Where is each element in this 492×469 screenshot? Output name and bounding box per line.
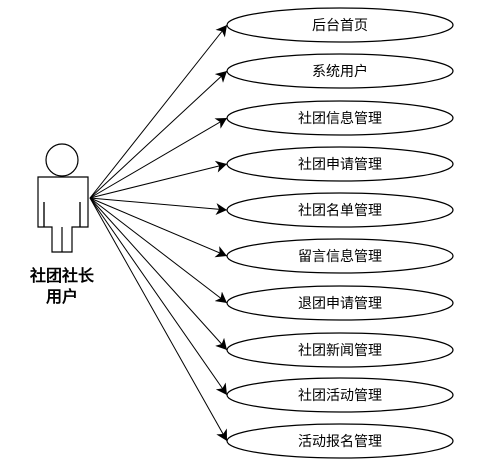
actor-label-line1: 社团社长 — [29, 266, 95, 285]
use-case-ellipse[interactable] — [226, 192, 454, 228]
association-arrow — [89, 197, 228, 396]
use-case-label: 社团活动管理 — [298, 388, 382, 404]
association-arrow — [89, 197, 228, 258]
association-arrow — [89, 197, 228, 216]
use-case-ellipse[interactable] — [226, 146, 454, 182]
use-case-label: 留言信息管理 — [298, 248, 382, 265]
use-case-label: 系统用户 — [312, 63, 368, 80]
use-case[interactable]: 后台首页 — [226, 7, 454, 43]
use-case-label: 社团名单管理 — [298, 203, 382, 219]
association-arrow — [89, 160, 228, 199]
use-case-label: 社团新闻管理 — [298, 343, 382, 359]
use-case[interactable]: 社团新闻管理 — [226, 332, 454, 368]
use-case-ellipse[interactable] — [226, 238, 454, 274]
association-arrow — [89, 197, 228, 351]
use-case-label: 退团申请管理 — [298, 296, 382, 312]
use-case-ellipse[interactable] — [226, 100, 454, 136]
use-case[interactable]: 社团活动管理 — [226, 377, 454, 413]
use-case-label: 社团信息管理 — [298, 110, 382, 127]
use-case-group: 后台首页系统用户社团信息管理社团申请管理社团名单管理留言信息管理退团申请管理社团… — [226, 7, 454, 459]
association-arrow — [89, 197, 228, 442]
association-arrow — [89, 70, 228, 199]
actor-figure — [37, 143, 89, 253]
use-case-ellipse[interactable] — [226, 7, 454, 43]
use-case-ellipse[interactable] — [226, 377, 454, 413]
use-case[interactable]: 社团申请管理 — [226, 146, 454, 182]
use-case-label: 活动报名管理 — [298, 434, 382, 450]
actor-label-line2: 用户 — [46, 287, 78, 306]
actor-head — [45, 143, 79, 177]
association-arrow — [89, 117, 228, 199]
use-case[interactable]: 社团名单管理 — [226, 192, 454, 228]
use-case-label: 社团申请管理 — [298, 157, 382, 173]
use-case-ellipse[interactable] — [226, 285, 454, 321]
use-case[interactable]: 活动报名管理 — [226, 423, 454, 459]
use-case[interactable]: 留言信息管理 — [226, 238, 454, 274]
use-case-ellipse[interactable] — [226, 53, 454, 89]
use-case[interactable]: 退团申请管理 — [226, 285, 454, 321]
use-case-ellipse[interactable] — [226, 423, 454, 459]
association-arrow — [89, 24, 228, 199]
association-arrow — [89, 197, 228, 304]
use-case-label: 后台首页 — [312, 18, 368, 34]
association-lines — [89, 24, 228, 442]
use-case[interactable]: 系统用户 — [226, 53, 454, 89]
use-case[interactable]: 社团信息管理 — [226, 100, 454, 136]
use-case-ellipse[interactable] — [226, 332, 454, 368]
